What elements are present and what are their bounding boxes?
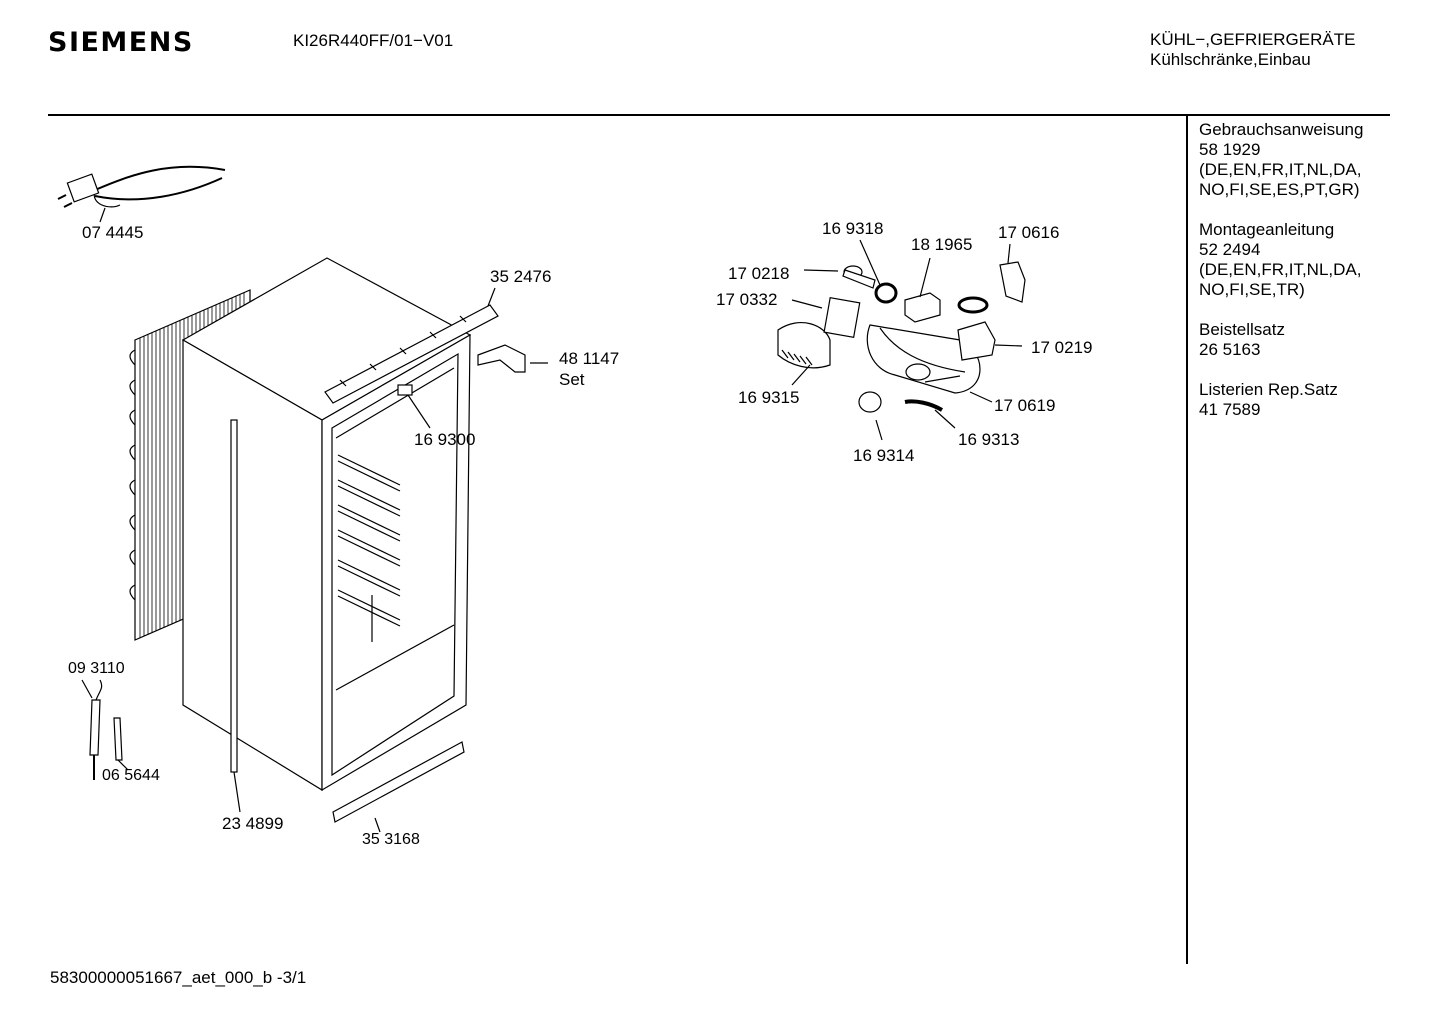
seal-strip-icon: [230, 419, 238, 773]
doc-title: Montageanleitung: [1199, 220, 1335, 239]
part-label-lamp-cover: 16 9315: [738, 388, 800, 407]
gasket-ring-icon: [874, 282, 898, 304]
part-label-switch-clip: 17 0616: [998, 223, 1060, 242]
part-label-power-cord: 07 4445: [82, 223, 144, 242]
hinge-bracket-icon: [477, 344, 526, 373]
doc-number: 52 2494: [1199, 240, 1261, 259]
part-label-hinge: 48 1147: [559, 349, 620, 368]
part-label-thermostat: 09 3110: [68, 660, 125, 677]
category-line-1: KÜHL−,GEFRIERGERÄTE: [1150, 30, 1356, 49]
top-cover-strip-icon: [324, 304, 499, 404]
part-label-top-cover: 35 2476: [490, 267, 552, 286]
category-line-2: Kühlschränke,Einbau: [1150, 50, 1311, 69]
doc-languages: (DE,EN,FR,IT,NL,DA,: [1199, 160, 1362, 179]
cabinet-icon: [181, 257, 472, 792]
rod-icon: [113, 717, 123, 761]
bottom-strip-icon: [332, 741, 465, 823]
power-cord-icon: [57, 165, 226, 208]
doc-block-manual: Gebrauchsanweisung 58 1929 (DE,EN,FR,IT,…: [1199, 120, 1363, 200]
doc-languages: NO,FI,SE,TR): [1199, 280, 1305, 299]
doc-block-listeria-repair: Listerien Rep.Satz 41 7589: [1199, 380, 1363, 420]
part-label-hinge-set: Set: [559, 370, 585, 389]
sidebar-divider: [1186, 116, 1188, 964]
doc-languages: NO,FI,SE,ES,PT,GR): [1199, 180, 1360, 199]
bulb-icon: [842, 265, 876, 289]
lamp-cover-icon: [777, 321, 831, 369]
spring-ring-icon: [957, 296, 989, 314]
light-guide-icon: [904, 399, 944, 412]
button-cap-icon: [858, 391, 882, 413]
part-label-lamp-housing: 17 0619: [994, 396, 1056, 415]
category: KÜHL−,GEFRIERGERÄTE Kühlschränke,Einbau: [1150, 30, 1355, 70]
switch-clip-icon: [999, 261, 1026, 303]
document-id: 58300000051667_aet_000_b: [50, 968, 273, 987]
siemens-logo: SIEMENS: [48, 27, 194, 58]
doc-block-installation: Montageanleitung 52 2494 (DE,EN,FR,IT,NL…: [1199, 220, 1363, 300]
part-label-light-guide: 16 9313: [958, 430, 1020, 449]
thermostat-capillary-icon: [89, 679, 103, 780]
documentation-sidebar: Gebrauchsanweisung 58 1929 (DE,EN,FR,IT,…: [1199, 120, 1363, 440]
part-label-socket: 18 1965: [911, 235, 973, 254]
doc-title: Beistellsatz: [1199, 320, 1285, 339]
doc-title: Gebrauchsanweisung: [1199, 120, 1364, 139]
part-label-seal-strip: 23 4899: [222, 814, 284, 833]
part-label-gasket: 16 9318: [822, 219, 884, 238]
doc-title: Listerien Rep.Satz: [1199, 380, 1338, 399]
doc-number: 41 7589: [1199, 400, 1261, 419]
part-label-bottom-strip: 35 3168: [362, 831, 420, 848]
door-switch-icon: [957, 321, 996, 361]
header-divider: [48, 114, 1390, 116]
part-label-bulb: 17 0218: [728, 264, 790, 283]
doc-number: 26 5163: [1199, 340, 1261, 359]
part-label-rod: 06 5644: [102, 767, 160, 784]
footer: 58300000051667_aet_000_b -3/1: [50, 968, 306, 988]
lamp-socket-icon: [904, 292, 941, 323]
part-label-sensor: 16 9300: [414, 430, 476, 449]
page-number: -3/1: [276, 968, 307, 987]
label-plate-icon: [823, 296, 861, 339]
part-label-door-switch: 17 0219: [1031, 338, 1093, 357]
doc-languages: (DE,EN,FR,IT,NL,DA,: [1199, 260, 1362, 279]
doc-number: 58 1929: [1199, 140, 1261, 159]
doc-block-accessory-kit: Beistellsatz 26 5163: [1199, 320, 1363, 360]
sensor-icon: [397, 384, 413, 396]
model-number: KI26R440FF/01−V01: [293, 31, 454, 50]
part-label-button-cap: 16 9314: [853, 446, 915, 465]
part-label-plate: 17 0332: [716, 290, 778, 309]
